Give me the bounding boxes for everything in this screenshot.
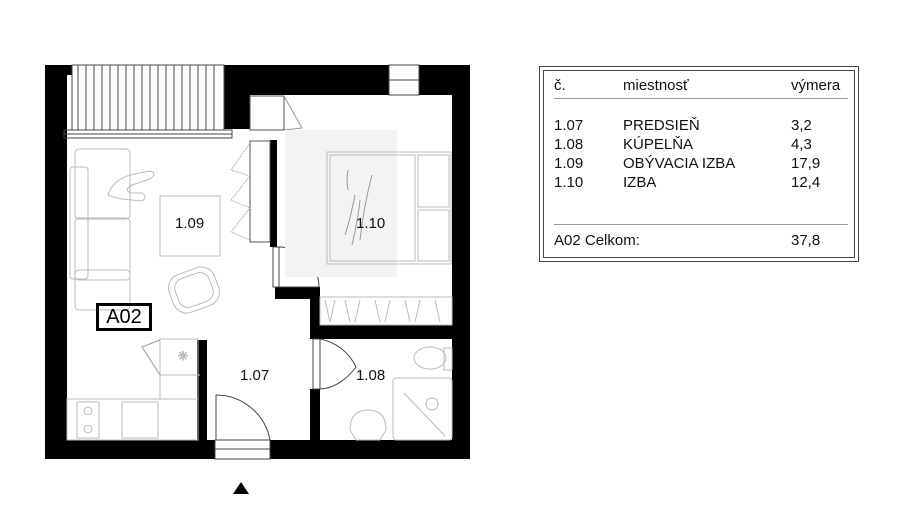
entrance-door <box>214 394 271 460</box>
closet-door <box>283 95 303 131</box>
row-room: IZBA <box>623 174 657 191</box>
armchair-person <box>107 170 155 202</box>
row-area: 17,9 <box>791 155 821 172</box>
apartment-label: A02 <box>96 303 152 331</box>
divider <box>554 98 848 99</box>
legend-row: 1.08 KÚPELŇA 4,3 <box>554 136 848 154</box>
coffee-table <box>159 195 221 257</box>
bedroom-wardrobe <box>319 296 453 326</box>
room-label-1-08: 1.08 <box>356 367 386 384</box>
row-area: 3,2 <box>791 117 812 134</box>
balcony <box>63 64 233 139</box>
header-number: č. <box>554 77 566 94</box>
legend-header: č. miestnosť výmera <box>554 77 848 95</box>
legend-row: 1.09 OBÝVACIA IZBA 17,9 <box>554 155 848 173</box>
legend-row: 1.07 PREDSIEŇ 3,2 <box>554 117 848 135</box>
legend-total: A02 Celkom: 37,8 <box>554 232 848 250</box>
round-chair <box>168 266 220 314</box>
row-area: 4,3 <box>791 136 812 153</box>
room-label-1-07: 1.07 <box>240 367 270 384</box>
window <box>388 64 420 96</box>
row-room: KÚPELŇA <box>623 136 694 153</box>
divider <box>554 224 848 225</box>
row-number: 1.07 <box>554 117 584 134</box>
bedroom-niche <box>249 95 285 131</box>
entrance-arrow-icon <box>233 482 249 494</box>
total-area: 37,8 <box>791 232 821 249</box>
room-label-1-09: 1.09 <box>175 215 205 232</box>
row-number: 1.08 <box>554 136 584 153</box>
wardrobe <box>230 140 271 243</box>
room-label-1-10: 1.10 <box>356 215 386 232</box>
kitchen: ✳ <box>66 338 200 441</box>
sofa <box>69 148 131 311</box>
total-label: A02 Celkom: <box>554 232 640 249</box>
row-area: 12,4 <box>791 174 821 191</box>
bathroom-fixtures <box>349 346 453 441</box>
row-number: 1.10 <box>554 174 584 191</box>
header-area: výmera <box>791 77 841 94</box>
fridge-mark-icon: ✳ <box>178 349 188 363</box>
door-bathroom <box>312 338 357 390</box>
row-room: OBÝVACIA IZBA <box>623 155 736 172</box>
legend-row: 1.10 IZBA 12,4 <box>554 174 848 192</box>
room-legend-table: č. miestnosť výmera 1.07 PREDSIEŇ 3,2 1.… <box>539 66 859 262</box>
header-room: miestnosť <box>623 77 689 94</box>
walls <box>45 65 470 459</box>
row-number: 1.09 <box>554 155 584 172</box>
row-room: PREDSIEŇ <box>623 117 700 134</box>
bed <box>326 151 452 265</box>
